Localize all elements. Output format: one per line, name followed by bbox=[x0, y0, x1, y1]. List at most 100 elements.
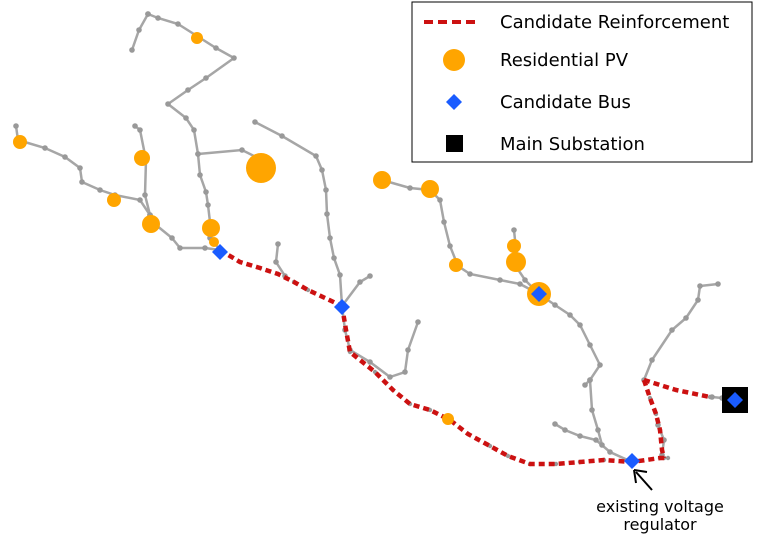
feeder-node bbox=[607, 449, 613, 455]
feeder-line bbox=[341, 274, 371, 307]
feeder-node bbox=[407, 185, 413, 191]
feeder-node bbox=[231, 55, 237, 61]
candidate-bus-diamond-icon bbox=[212, 244, 228, 260]
pv-marker bbox=[191, 32, 203, 44]
feeder-node bbox=[324, 211, 330, 217]
legend-box bbox=[411, 1, 753, 163]
feeder-node bbox=[505, 453, 511, 459]
feeder-node bbox=[649, 357, 655, 363]
feeder-lines bbox=[14, 12, 723, 464]
annotation-line-1: existing voltage bbox=[596, 497, 724, 516]
feeder-node bbox=[136, 27, 142, 33]
feeder-node bbox=[589, 407, 595, 413]
candidate-bus-diamond-icon bbox=[624, 453, 640, 469]
feeder-node bbox=[239, 147, 245, 153]
feeder-node bbox=[177, 245, 183, 251]
annotation-arrow-shaft bbox=[635, 471, 653, 491]
feeder-node bbox=[567, 312, 573, 318]
legend: Candidate Reinforcement Residential PV C… bbox=[411, 1, 753, 163]
feeder-node bbox=[552, 421, 558, 427]
feeder-node bbox=[313, 153, 319, 159]
feeder-node bbox=[195, 151, 201, 157]
pv-marker bbox=[209, 237, 219, 247]
feeder-node bbox=[357, 279, 363, 285]
feeder-node bbox=[695, 297, 701, 303]
feeder-node bbox=[203, 189, 209, 195]
main-substation bbox=[722, 387, 748, 413]
feeder-node bbox=[587, 377, 593, 383]
feeder-node bbox=[331, 255, 337, 261]
feeder-node bbox=[165, 101, 171, 107]
feeder-node bbox=[595, 427, 601, 433]
feeder-node bbox=[593, 437, 599, 443]
reinforcement-line bbox=[643, 377, 711, 400]
feeder-node bbox=[387, 374, 393, 380]
feeder-node bbox=[511, 227, 517, 233]
feeder-node bbox=[185, 87, 191, 93]
pv-markers bbox=[13, 32, 551, 425]
feeder-node bbox=[517, 281, 523, 287]
feeder-node bbox=[252, 119, 258, 125]
feeder-line bbox=[642, 282, 719, 381]
feeder-node bbox=[697, 283, 703, 289]
bus-markers bbox=[212, 244, 640, 469]
pv-marker bbox=[13, 135, 27, 149]
feeder-node bbox=[205, 202, 211, 208]
feeder-node bbox=[13, 123, 19, 129]
feeder-node bbox=[279, 133, 285, 139]
feeder-node bbox=[437, 197, 443, 203]
feeder-node bbox=[132, 123, 138, 129]
feeder-node bbox=[552, 302, 558, 308]
feeder-node bbox=[79, 179, 85, 185]
legend-bus-diamond-icon bbox=[446, 94, 462, 110]
feeder-node bbox=[319, 167, 325, 173]
feeder-node bbox=[402, 369, 408, 375]
feeder-line bbox=[254, 120, 344, 307]
legend-label-bus: Candidate Bus bbox=[500, 92, 631, 113]
feeder-node bbox=[522, 277, 528, 283]
feeder-node bbox=[683, 315, 689, 321]
feeder-node bbox=[577, 433, 583, 439]
feeder-node bbox=[447, 243, 453, 249]
feeder-line bbox=[14, 125, 221, 252]
feeder-node bbox=[415, 319, 421, 325]
candidate-bus-diamond-icon bbox=[334, 299, 350, 315]
feeder-line bbox=[340, 305, 420, 379]
pv-marker bbox=[507, 239, 521, 253]
feeder-line bbox=[538, 292, 602, 386]
feeder-line bbox=[147, 12, 237, 251]
feeder-node bbox=[441, 219, 447, 225]
feeder-node bbox=[707, 394, 713, 400]
annotation-arrow-head-icon bbox=[633, 469, 648, 484]
reinforcement-line bbox=[641, 379, 667, 459]
feeder-node bbox=[587, 342, 593, 348]
feeder-node bbox=[597, 362, 603, 368]
feeder-node bbox=[497, 277, 503, 283]
legend-label-pv: Residential PV bbox=[500, 50, 629, 71]
feeder-node bbox=[137, 197, 143, 203]
feeder-node bbox=[42, 145, 48, 151]
feeder-node bbox=[599, 442, 605, 448]
annotation-line-2: regulator bbox=[623, 515, 697, 534]
feeder-node bbox=[367, 273, 373, 279]
feeder-node bbox=[155, 15, 161, 21]
feeder-node bbox=[577, 322, 583, 328]
pv-marker bbox=[421, 180, 439, 198]
feeder-node bbox=[62, 154, 68, 160]
feeder-node bbox=[203, 75, 209, 81]
feeder-node bbox=[273, 259, 279, 265]
reinforcement-line bbox=[218, 248, 343, 309]
pv-marker bbox=[373, 171, 391, 189]
legend-pv-circle-icon bbox=[443, 49, 465, 71]
feeder-node bbox=[582, 382, 588, 388]
pv-marker bbox=[134, 150, 150, 166]
feeder-node bbox=[562, 427, 568, 433]
pv-marker bbox=[449, 258, 463, 272]
voltage-regulator-annotation: existing voltage regulator bbox=[596, 469, 724, 534]
feeder-node bbox=[145, 11, 151, 17]
feeder-node bbox=[197, 172, 203, 178]
feeder-node bbox=[553, 461, 559, 467]
feeder-node bbox=[327, 235, 333, 241]
feeder-node bbox=[323, 187, 329, 193]
